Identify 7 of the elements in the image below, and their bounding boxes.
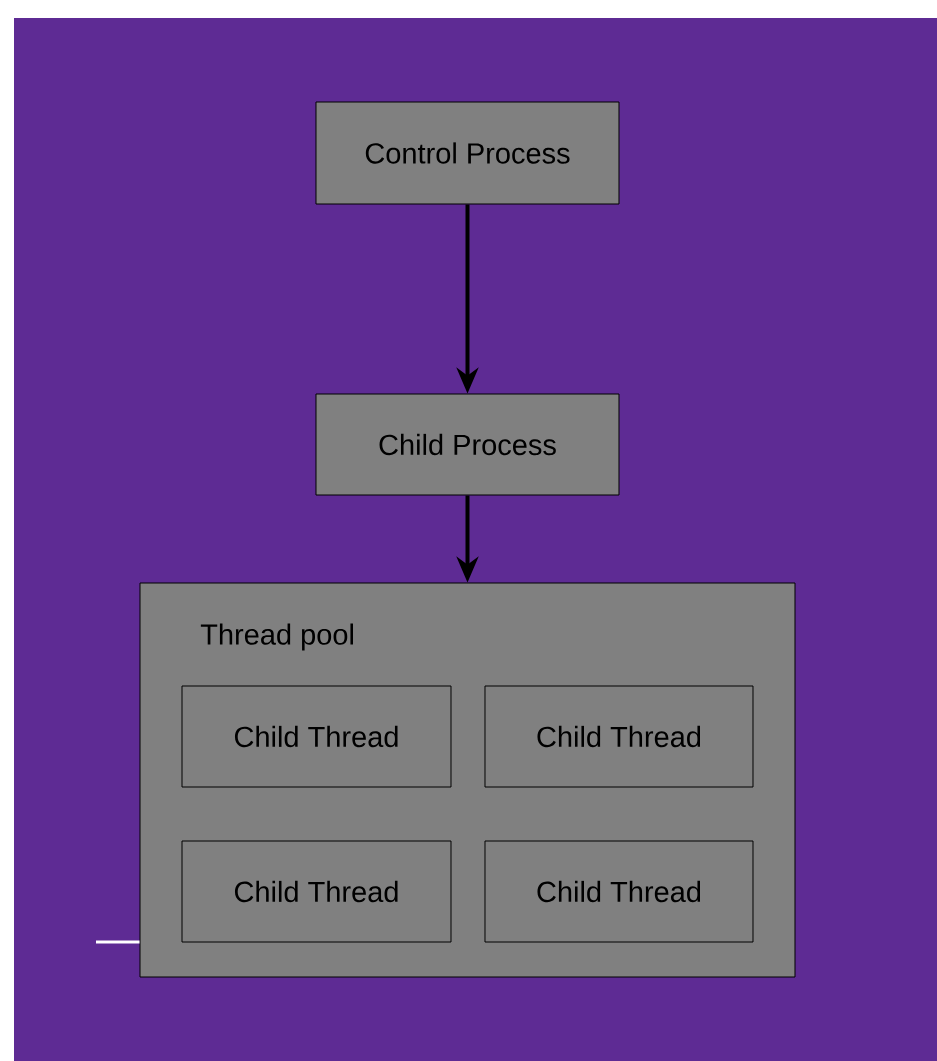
thread-box: Child Thread [181, 840, 452, 943]
process-box: Control Process [315, 101, 620, 205]
thread-box: Child Thread [181, 685, 452, 788]
thread-box: Child Thread [484, 685, 754, 788]
thread-box: Child Thread [484, 840, 754, 943]
connector-line [96, 940, 140, 944]
process-box: Child Process [315, 393, 620, 496]
